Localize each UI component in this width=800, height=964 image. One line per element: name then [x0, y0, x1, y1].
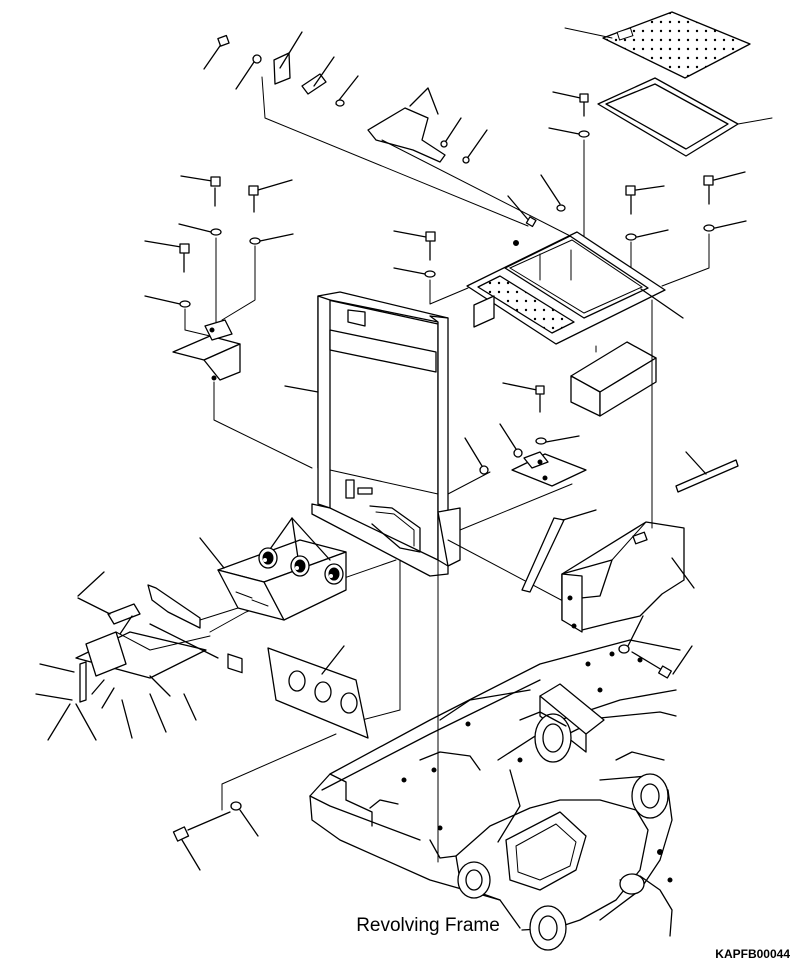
upper-bracket-bolts [203, 34, 359, 107]
mid-bracket [464, 382, 587, 487]
support-frame [284, 291, 461, 577]
stay-rod [675, 451, 739, 493]
battery-tray [570, 341, 657, 417]
connector-plugs [258, 547, 344, 585]
left-bolt-stack [144, 175, 294, 337]
caption-revolving-frame: Revolving Frame [356, 915, 500, 936]
cover-gasket [597, 77, 773, 157]
side-strip [521, 509, 597, 593]
battery-box-top [466, 231, 684, 345]
battery-box-bolt [393, 230, 469, 305]
left-l-bracket [172, 319, 313, 469]
side-cover-bolts [618, 615, 693, 679]
left-shelf [35, 571, 239, 741]
gasket-plate-three-hole [267, 645, 369, 739]
drawing-code: KAPFB00044 [715, 947, 790, 961]
lower-bolt-washer [172, 801, 259, 871]
perforated-top-cover [564, 11, 751, 79]
side-cover [561, 299, 695, 633]
angle-bracket [367, 87, 583, 243]
bolt-group-upper [507, 91, 747, 287]
upper-bracket-plate [261, 31, 529, 227]
revolving-frame [309, 639, 681, 951]
